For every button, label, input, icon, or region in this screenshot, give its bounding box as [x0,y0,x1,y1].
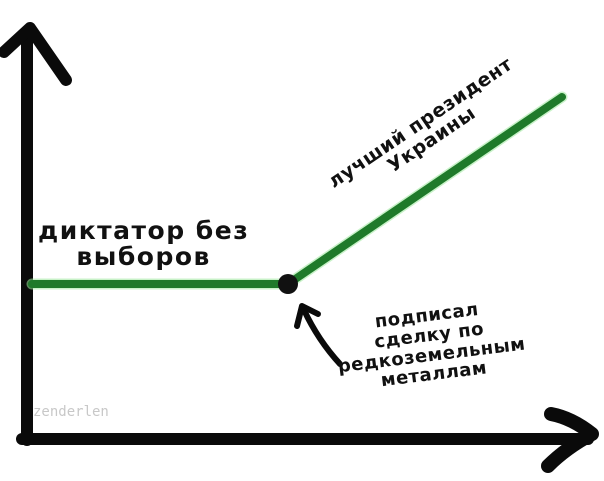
label-dictator-line1: диктатор без [38,216,250,245]
watermark: zenderlen [33,404,109,420]
y-axis-arrowhead-icon [0,22,72,86]
label-dictator: диктатор без выборов [38,216,250,272]
inflection-dot [278,274,298,294]
y-axis [0,22,72,446]
label-dictator-line2: выборов [76,242,211,272]
x-axis [16,407,599,473]
x-axis-arrowhead-icon [541,407,599,473]
pointer-arrow-icon [294,303,343,367]
